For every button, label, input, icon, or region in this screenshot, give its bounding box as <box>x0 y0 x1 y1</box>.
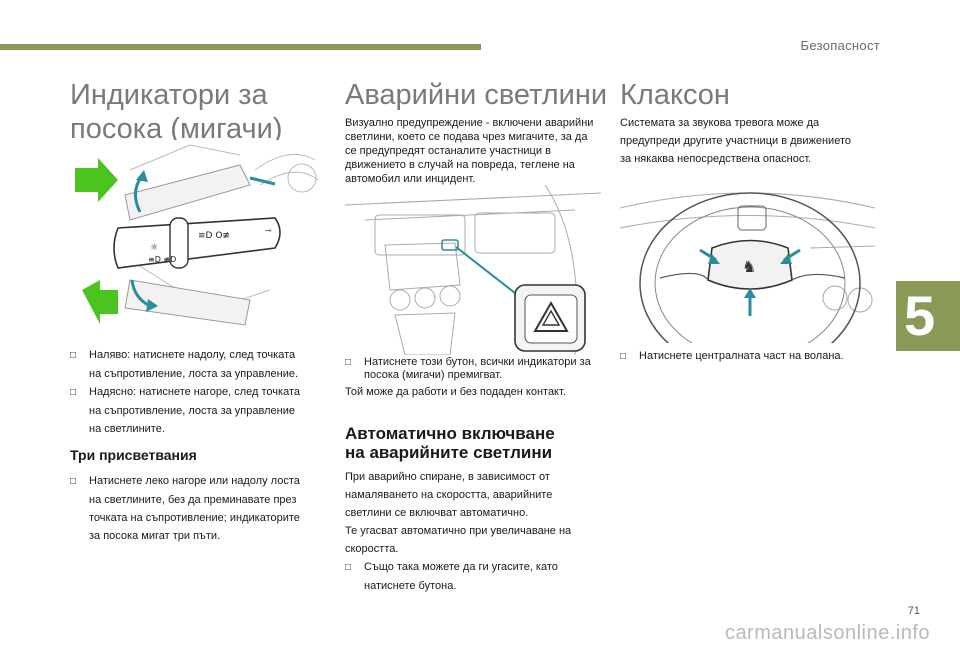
svg-text:≡D O≢: ≡D O≢ <box>198 231 230 241</box>
svg-text:♞: ♞ <box>742 257 756 276</box>
header-accent-bar <box>0 44 481 50</box>
svg-text:☼: ☼ <box>150 243 158 253</box>
three-flashes-instructions: □ Натиснете леко нагоре или надолу лоста … <box>70 472 305 545</box>
horn-steering-wheel-illustration: ♞ <box>620 188 875 343</box>
hazard-button-illustration <box>345 185 601 355</box>
bullet-marker-icon: □ <box>70 476 77 487</box>
horn-intro: Системата за звукова тревога може да пре… <box>620 117 851 165</box>
bullet-item: □ Също така можете да ги угасите, като на… <box>345 558 601 595</box>
hazard-lights-title: Аварийни светлини <box>345 79 608 111</box>
title-line: посока (мигачи) <box>70 113 283 145</box>
auto-hazard-text: При аварийно спиране, в зависимост от на… <box>345 468 601 595</box>
bullet-item: □ Наляво: натиснете надолу, след точката … <box>70 346 305 383</box>
bullet-text: Натиснете централната част на волана. <box>639 350 844 362</box>
bullet-text: Натиснете леко нагоре или надолу лоста н… <box>89 475 300 542</box>
bullet-marker-icon: □ <box>70 387 77 398</box>
title-line: Индикатори за <box>70 79 268 111</box>
bullet-marker-icon: □ <box>70 350 77 361</box>
heading-line: Автоматично включване <box>345 424 555 443</box>
turn-signal-instructions: □ Наляво: натиснете надолу, след точката … <box>70 346 305 438</box>
bullet-marker-icon: □ <box>620 351 627 362</box>
bullet-item: □ Надясно: натиснете нагоре, след точката… <box>70 383 305 438</box>
section-title: Безопасност <box>800 38 880 53</box>
svg-text:⊸: ⊸ <box>265 226 272 235</box>
bullet-item: □ Натиснете леко нагоре или надолу лоста … <box>70 472 305 545</box>
three-flashes-heading: Три присветвания <box>70 447 197 463</box>
horn-instructions: □ Натиснете централната част на волана. <box>620 349 875 364</box>
auto-hazard-heading: Автоматично включване на аварийните свет… <box>345 424 555 462</box>
bullet-text: Натиснете този бутон, всички индикатори … <box>364 356 591 381</box>
site-watermark: carmanualsonline.info <box>724 622 930 644</box>
auto-hazard-para: При аварийно спиране, в зависимост от на… <box>345 471 553 519</box>
heading-line: на аварийните светлини <box>345 443 553 462</box>
bullet-text: Надясно: натиснете нагоре, след точката … <box>89 386 300 435</box>
turn-signals-title: Индикатори за посока (мигачи) <box>70 78 283 146</box>
auto-hazard-para: Те угасват автоматично при увеличаване н… <box>345 525 572 555</box>
bullet-marker-icon: □ <box>345 562 352 573</box>
page-number: 71 <box>907 605 920 617</box>
svg-text:≡D ≢D: ≡D ≢D <box>148 255 176 264</box>
bullet-text: Също така можете да ги угасите, като нат… <box>364 561 558 592</box>
hazard-instructions: □ Натиснете този бутон, всички индикатори… <box>345 356 601 399</box>
chapter-tab: 5 <box>896 281 960 351</box>
hazard-note: Той може да работи и без подаден контакт… <box>345 386 566 398</box>
hazard-intro: Визуално предупреждение - включени авари… <box>345 117 594 185</box>
bullet-text: Наляво: натиснете надолу, след точката н… <box>89 349 299 380</box>
turn-signal-stalk-illustration: ≡D O≢ ☼ ≡D ≢D ⊸ <box>70 140 320 330</box>
horn-title: Клаксон <box>620 79 730 111</box>
bullet-item: □ Натиснете този бутон, всички индикатори… <box>345 356 601 382</box>
bullet-marker-icon: □ <box>345 357 352 368</box>
bullet-item: □ Натиснете централната част на волана. <box>620 349 875 364</box>
